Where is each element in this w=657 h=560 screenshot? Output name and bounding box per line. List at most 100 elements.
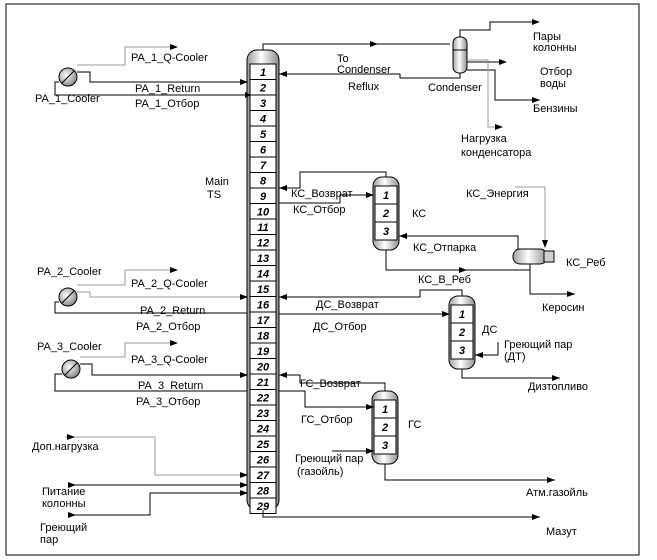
ds-steam-stream[interactable] (475, 342, 499, 356)
main-tray-label: 1 (260, 67, 266, 79)
gs-tray-3: 3 (382, 440, 388, 452)
pa1-cooler-label: PA_1_Cooler (35, 93, 100, 105)
ks-to-reboiler-label: КС_В_Реб (418, 274, 471, 286)
main-tray-label: 8 (260, 176, 267, 188)
main-tray-label: 10 (257, 207, 270, 219)
main-tray-label: 20 (256, 362, 270, 374)
condenser-duty-stream[interactable] (467, 59, 495, 128)
pa2-return-stream[interactable] (77, 291, 247, 298)
ds-tray-2: 2 (458, 327, 465, 339)
main-tray-label: 13 (257, 253, 269, 265)
ds-return-label: ДС_Возврат (316, 299, 379, 311)
gs-return-stream[interactable] (279, 374, 386, 391)
main-tray-label: 29 (256, 501, 270, 513)
pa3-q-cooler-label: PA_3_Q-Cooler (131, 354, 208, 366)
column-steam-stream[interactable] (73, 492, 247, 516)
gs-stripper[interactable]: 1 2 3 (371, 390, 399, 465)
water-label: Отбор (540, 66, 572, 78)
ks-stripping-label: КС_Отпарка (413, 242, 477, 254)
main-tray-label: 7 (260, 160, 267, 172)
vapors-stream[interactable] (459, 21, 538, 37)
main-tray-label: 25 (256, 439, 270, 451)
main-tray-label: 14 (257, 269, 269, 281)
pa2-cooler-label: PA_2_Cooler (37, 266, 102, 278)
pa2-return-label: PA_2_Return (140, 305, 205, 317)
pa3-draw-stream[interactable] (54, 373, 247, 392)
diesel-stream[interactable] (461, 369, 560, 379)
ks-reboiler-label: КС_Реб (566, 257, 606, 269)
main-tray-label: 28 (256, 486, 270, 498)
main-tray-label: 24 (256, 424, 269, 436)
main-tray-label: 3 (260, 98, 266, 110)
ks-stripping-stream[interactable] (399, 235, 519, 249)
gs-steam-label: Греющий пар (295, 453, 363, 465)
ds-return-stream[interactable] (279, 289, 463, 298)
ks-reboiler[interactable] (512, 248, 555, 265)
main-column[interactable]: 1234567891011121314151617181920212223242… (246, 49, 280, 514)
atm-gasoil-label: Атм.газойль (526, 487, 588, 499)
ks-energy-label: КС_Энергия (466, 188, 529, 200)
pa1-return-label: PA_1_Return (135, 83, 200, 95)
main-tray-label: 23 (256, 408, 269, 420)
main-tray-label: 2 (259, 83, 266, 95)
reflux-stream[interactable] (279, 73, 461, 79)
to-condenser-stream[interactable] (262, 43, 450, 50)
kerosene-stream[interactable] (529, 264, 575, 295)
column-steam-label: Греющий (40, 522, 87, 534)
gs-tray-1: 1 (382, 404, 388, 416)
main-tray-label: 19 (257, 346, 270, 358)
pa2-q-stream[interactable] (77, 269, 173, 286)
column-steam-label-2: пар (40, 534, 58, 546)
to-condenser-label: To (337, 53, 349, 65)
vapors-label: Пары (533, 31, 561, 43)
gasoline-stream[interactable] (467, 69, 540, 101)
to-condenser-label-2: Condenser (337, 64, 391, 76)
pa3-q-stream[interactable] (80, 342, 173, 358)
gs-draw-stream[interactable] (279, 390, 374, 408)
ds-steam-label-2: (ДТ) (504, 351, 526, 363)
pa1-q-cooler-label: PA_1_Q-Cooler (131, 52, 208, 64)
ks-draw-stream[interactable] (279, 194, 373, 204)
bottoms-label: Мазут (546, 526, 577, 538)
ds-steam-label: Греющий пар (504, 339, 572, 351)
pa2-q-cooler-label: PA_2_Q-Cooler (131, 278, 208, 290)
pa3-return-label: PA_3_Return (138, 380, 203, 392)
ks-return-label: КС_Возврат (291, 188, 353, 200)
ds-stripper[interactable]: 1 2 3 (448, 295, 476, 370)
ks-tray-3: 3 (383, 226, 389, 238)
ks-return-stream[interactable] (279, 171, 387, 189)
gs-draw-label: ГС_Отбор (301, 414, 353, 426)
main-tray-label: 18 (257, 331, 270, 343)
pa1-q-stream[interactable] (77, 46, 173, 66)
gs-return-label: ГС_Возврат (300, 378, 361, 390)
gs-steam-label-2: (газойль) (297, 466, 343, 478)
gasoline-label: Бензины (533, 103, 578, 115)
ks-energy-stream[interactable] (515, 186, 546, 245)
pa2-draw-stream[interactable] (54, 301, 247, 314)
gs-label: ГС (408, 419, 421, 431)
pa1-return-stream[interactable] (77, 71, 247, 83)
bottoms-stream[interactable] (262, 510, 540, 518)
feed-label: Питание (42, 486, 85, 498)
main-column-label-2: TS (207, 189, 221, 201)
water-label-2: воды (540, 78, 566, 90)
atm-gasoil-stream[interactable] (384, 464, 555, 481)
condenser-vessel[interactable] (452, 36, 468, 74)
ds-tray-1: 1 (459, 309, 465, 321)
kerosene-label: Керосин (542, 302, 584, 314)
ks-tray-2: 2 (382, 208, 389, 220)
main-tray-label: 4 (259, 114, 266, 126)
ks-stripper[interactable]: 1 2 3 (372, 176, 400, 251)
condenser-duty-label: Нагрузка (461, 133, 508, 145)
ds-label: ДС (482, 324, 497, 336)
ds-draw-label: ДС_Отбор (313, 321, 367, 333)
pa3-return-stream[interactable] (80, 363, 247, 376)
main-column-label: Main (205, 176, 229, 188)
ks-label: КС (412, 208, 426, 220)
ks-tray-1: 1 (383, 190, 389, 202)
feed-label-2: колонны (42, 498, 86, 510)
pa2-draw-label: PA_2_Отбор (136, 321, 200, 333)
extra-load-stream[interactable] (65, 436, 247, 476)
main-tray-label: 12 (257, 238, 269, 250)
